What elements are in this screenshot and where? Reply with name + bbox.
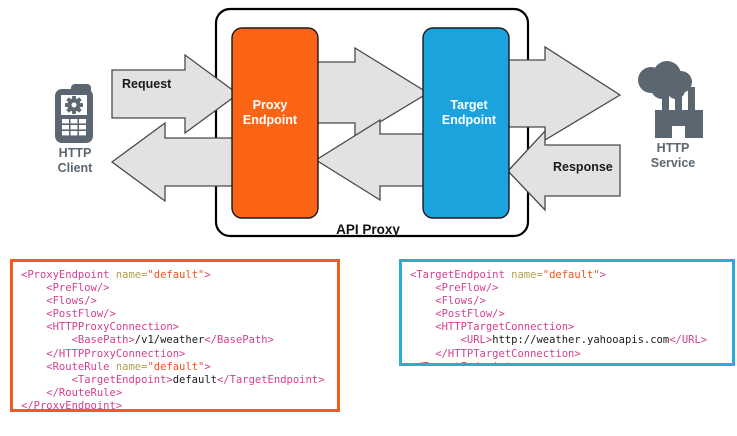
code-line: <RouteRule name="default"> [21, 361, 329, 374]
code-token-tag: <PostFlow/> [410, 308, 505, 321]
code-token-txt: http://weather.yahooapis.com [492, 334, 670, 347]
code-token-tag: </TargetEndpoint> [216, 373, 325, 386]
request-flow-label: Request [122, 77, 172, 91]
code-token-tag: > [599, 269, 606, 281]
code-token-tag: > [204, 360, 211, 373]
code-token-tag: </TargetEndpoint> [410, 361, 517, 363]
code-line: <URL>http://weather.yahooapis.com</URL> [410, 334, 724, 347]
code-line: <Flows/> [410, 295, 724, 308]
http-service-label-line1: HTTP [656, 141, 690, 155]
code-token-tag: <PostFlow/> [21, 308, 116, 321]
code-token-tag: </HTTPTargetConnection> [410, 347, 581, 360]
code-token-tag: <HTTPProxyConnection> [21, 321, 180, 334]
code-line: <HTTPProxyConnection> [21, 321, 329, 334]
target-endpoint-label-line2: Endpoint [441, 113, 497, 127]
code-line: </RouteRule> [21, 387, 329, 400]
code-token-tag: > [204, 269, 211, 281]
response-flow-label: Response [553, 160, 613, 174]
mobile-phone-gear-icon [55, 84, 93, 143]
code-token-txt: default [172, 373, 217, 386]
code-token-val: "default" [542, 269, 600, 281]
http-client-label-line1: HTTP [58, 146, 92, 160]
code-line: <PreFlow/> [21, 282, 329, 295]
code-token-tag: <Flows/> [21, 295, 97, 308]
code-token-tag: <HTTPTargetConnection> [410, 321, 575, 334]
code-token-attr: name= [115, 360, 148, 373]
code-line: <PostFlow/> [410, 308, 724, 321]
code-line: <HTTPTargetConnection> [410, 321, 724, 334]
code-line: </TargetEndpoint> [410, 361, 724, 363]
arrow-proxy-to-target [315, 46, 430, 139]
code-token-tag: </URL> [669, 334, 708, 347]
code-line: <PreFlow/> [410, 282, 724, 295]
code-line: <TargetEndpoint name="default"> [410, 269, 724, 282]
code-token-tag: </RouteRule> [21, 386, 123, 399]
code-token-val: "default" [147, 360, 205, 373]
code-line: <ProxyEndpoint name="default"> [21, 269, 329, 282]
code-token-tag: <RouteRule [21, 360, 116, 373]
code-line: </HTTPProxyConnection> [21, 348, 329, 361]
code-token-tag: <BasePath> [21, 334, 135, 347]
code-token-tag: <TargetEndpoint [410, 269, 512, 281]
code-token-tag: <PreFlow/> [21, 282, 110, 295]
code-line: <Flows/> [21, 295, 329, 308]
code-token-tag: <PreFlow/> [410, 282, 499, 295]
code-token-tag: <TargetEndpoint> [21, 373, 173, 386]
code-token-tag: </HTTPProxyConnection> [21, 347, 186, 360]
proxy-endpoint-box[interactable] [231, 27, 319, 219]
code-token-tag: </ProxyEndpoint> [21, 399, 123, 412]
code-line: <BasePath>/v1/weather</BasePath> [21, 334, 329, 347]
http-service-label-line2: Service [650, 156, 696, 170]
arrow-request-out [507, 45, 622, 142]
code-line: <PostFlow/> [21, 308, 329, 321]
code-token-txt: /v1/weather [134, 334, 205, 347]
code-line: <TargetEndpoint>default</TargetEndpoint> [21, 374, 329, 387]
proxy-endpoint-label-line2: Endpoint [242, 113, 298, 127]
proxy-endpoint-code-block[interactable]: <ProxyEndpoint name="default"> <PreFlow/… [10, 259, 340, 412]
target-endpoint-box[interactable] [422, 27, 510, 219]
code-line: </ProxyEndpoint> [21, 399, 329, 412]
code-token-attr: name= [115, 269, 148, 281]
code-line: </HTTPTargetConnection> [410, 348, 724, 361]
http-client-label-line2: Client [57, 161, 93, 175]
code-token-tag: <Flows/> [410, 295, 486, 308]
code-token-tag: </BasePath> [204, 334, 274, 347]
api-proxy-container-label: API Proxy [336, 222, 400, 237]
code-token-val: "default" [147, 269, 205, 281]
code-token-attr: name= [511, 269, 543, 281]
arrow-response-in [507, 129, 621, 212]
code-token-tag: <ProxyEndpoint [21, 269, 116, 281]
proxy-endpoint-label-line1: Proxy [252, 98, 288, 112]
arrow-response-out [110, 121, 239, 203]
code-token-tag: <URL> [410, 334, 493, 347]
api-proxy-flow-diagram [55, 7, 703, 238]
arrow-request-in [111, 53, 240, 135]
arrow-target-to-proxy [314, 118, 429, 202]
target-endpoint-label-line1: Target [450, 98, 488, 112]
cloud-factory-icon [638, 61, 703, 138]
target-endpoint-code-block[interactable]: <TargetEndpoint name="default"> <PreFlow… [399, 259, 735, 366]
